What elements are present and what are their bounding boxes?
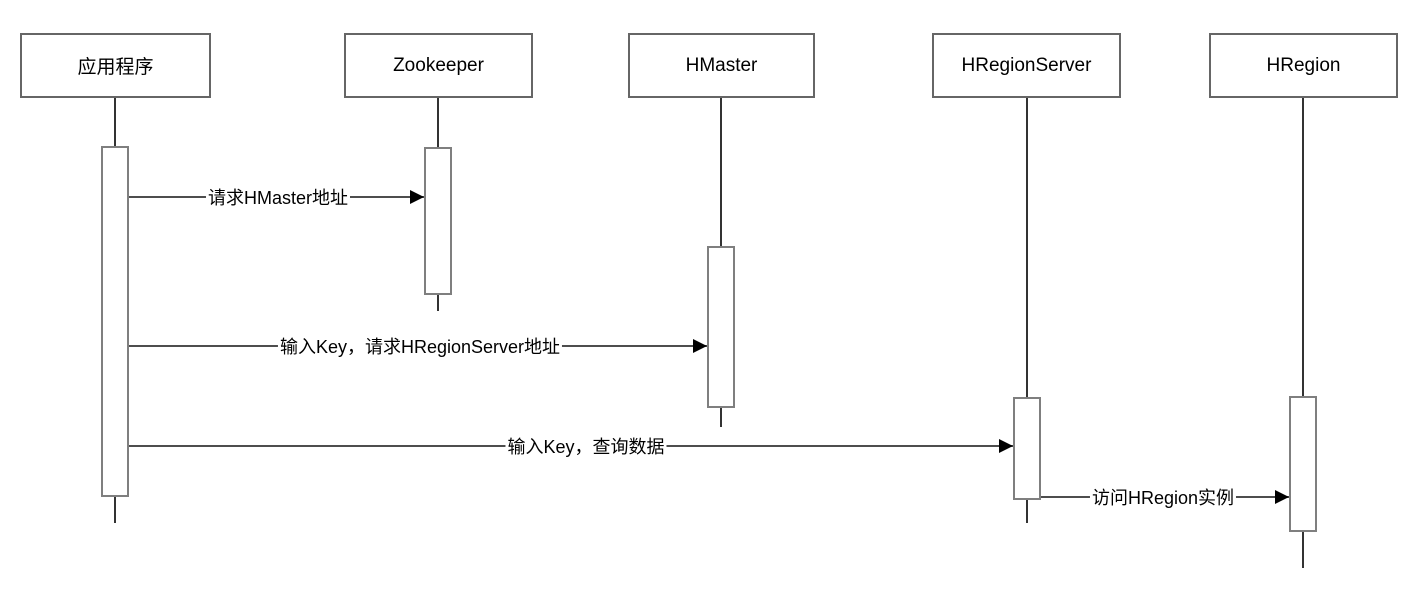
lifeline-hregionserver-top bbox=[1026, 98, 1028, 397]
participant-box-hregion: HRegion bbox=[1209, 33, 1398, 98]
lifeline-application-tail bbox=[114, 497, 116, 523]
lifeline-hregion-tail bbox=[1302, 532, 1304, 568]
participant-label: Zookeeper bbox=[393, 54, 484, 76]
activation-zookeeper bbox=[424, 147, 452, 295]
participant-label: HRegionServer bbox=[961, 54, 1092, 76]
activation-hregionserver bbox=[1013, 397, 1041, 500]
activation-application bbox=[101, 146, 129, 497]
participant-label: HMaster bbox=[685, 54, 758, 76]
participant-box-hregionserver: HRegionServer bbox=[932, 33, 1121, 98]
lifeline-application-top bbox=[114, 98, 116, 146]
lifeline-hmaster-top bbox=[720, 98, 722, 246]
participant-box-zookeeper: Zookeeper bbox=[344, 33, 533, 98]
lifeline-zookeeper-top bbox=[437, 98, 439, 147]
message-arrowhead bbox=[693, 339, 707, 353]
message-arrowhead bbox=[999, 439, 1013, 453]
message-label: 请求HMaster地址 bbox=[205, 184, 351, 210]
participant-box-application: 应用程序 bbox=[20, 33, 211, 98]
message-label: 访问HRegion实例 bbox=[1089, 484, 1237, 510]
message-label: 输入Key，查询数据 bbox=[505, 433, 667, 459]
participant-label: HRegion bbox=[1266, 54, 1341, 76]
activation-hregion bbox=[1289, 396, 1317, 532]
message-arrowhead bbox=[1275, 490, 1289, 504]
lifeline-zookeeper-tail bbox=[437, 295, 439, 311]
message-arrowhead bbox=[410, 190, 424, 204]
lifeline-hmaster-tail bbox=[720, 408, 722, 427]
lifeline-hregionserver-tail bbox=[1026, 500, 1028, 523]
message-label: 输入Key，请求HRegionServer地址 bbox=[277, 333, 563, 359]
activation-hmaster bbox=[707, 246, 735, 408]
participant-label: 应用程序 bbox=[77, 57, 154, 78]
lifeline-hregion-top bbox=[1302, 98, 1304, 396]
participant-box-hmaster: HMaster bbox=[628, 33, 815, 98]
